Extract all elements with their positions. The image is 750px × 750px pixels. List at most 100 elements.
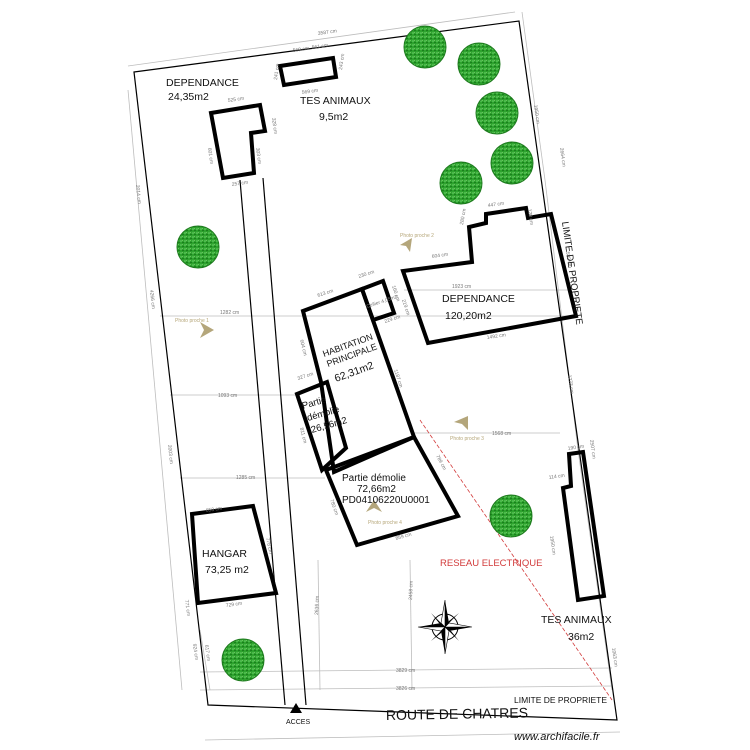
camera-arrow-icon [200,322,214,338]
tes-animaux-top [277,55,339,88]
watermark: www.archifacile.fr [514,731,601,743]
dim-text: 924 cm [191,643,199,660]
photo-arrows [200,238,468,512]
dim-text: 3826 cm [396,686,415,692]
partie-demolie-small [294,379,349,474]
room-labels: DEPENDANCE 24,35m2 TES ANIMAUX 9,5m2 LIM… [166,77,612,743]
tree-icon [439,161,483,205]
cellier [359,278,397,323]
dim-text: 604 cm [431,252,448,260]
dim-text: 160 cm [390,285,401,302]
dim-text: 2003 cm [166,445,174,465]
buildings [189,55,607,606]
dim-text: 447 cm [487,201,504,209]
dim-text: 3587 cm [317,28,337,37]
photo-label: Photo proche 1 [175,318,209,324]
dependance-top-name: DEPENDANCE [166,77,239,89]
habitation-principale [300,286,417,475]
dim-text: 114 cm [548,473,565,481]
dim-text: 328 cm [270,117,278,134]
dim-text: 241 cm [273,63,281,80]
dim-text: 1273 cm [566,374,575,394]
dim-text: 3829 cm [396,668,415,674]
photo-label: Photo proche 3 [450,436,484,442]
tree-icon [403,25,447,69]
tree-icon [221,638,265,682]
dim-text: 613 cm [317,288,334,299]
dim-text: 1093 cm [218,393,237,399]
dim-text: 1187 cm [392,369,404,389]
dim-text: 1492 cm [486,332,506,341]
hangar-name: HANGAR [202,548,247,560]
dim-text: 2458 cm [408,581,415,600]
reseau-electrique-line [419,419,613,701]
hangar-area: 73,25 m2 [205,564,249,576]
dim-text: 525 cm [227,96,244,104]
tes-top-area: 9,5m2 [319,111,348,123]
access-path [239,177,307,706]
dim-text: 859 cm [395,532,412,542]
dim-text: 1923 cm [452,284,471,290]
trees [176,25,534,682]
dim-text: 569 cm [292,46,309,54]
dim-text: 230 cm [358,269,375,280]
camera-arrow-icon [400,238,412,252]
dim-text: 243 cm [338,53,346,70]
dependance-right-name: DEPENDANCE [442,293,515,305]
partie-demolie-big [323,434,461,548]
hangar [189,503,279,606]
dependance-top [208,102,268,181]
dim-text: 2014 cm [134,185,142,205]
dim-text: 811 cm [298,427,308,444]
tree-icon [490,141,534,185]
dim-text: 303 cm [254,147,262,164]
photo-label: Photo proche 4 [368,520,402,526]
partie-big-line1: Partie démolie [342,473,406,484]
dimension-lines [127,11,621,741]
dim-text: 4266 cm [148,290,156,310]
dim-text: 778 cm [264,537,273,554]
dim-text: 2507 cm [588,439,597,459]
partie-big-area: 72,66m2 [357,484,396,495]
dependance-right [400,205,579,346]
camera-arrow-icon [454,416,468,430]
dim-text: 1063 cm [610,647,619,667]
dim-text: 2636 cm [314,596,321,615]
dim-text: 589 cm [564,251,573,268]
dim-text: 219 cm [400,299,411,316]
dim-text: 257 cm [231,180,248,188]
dependance-right-area: 120,20m2 [445,310,492,322]
dim-text: 1950 cm [548,535,557,555]
tes-bottom-area: 36m2 [568,631,594,643]
compass-rose [417,599,473,655]
dim-text: 601 cm [206,147,214,164]
limite-right-label: LIMITE DE PROPRIETE [559,221,584,326]
dim-text: 190 cm [567,444,584,452]
dim-text: 120 cm [526,208,534,225]
dim-text: 1285 cm [236,475,255,481]
dim-text: 229 cm [384,314,401,325]
dim-text: 729 cm [225,601,242,609]
tree-icon [489,494,533,538]
tes-bottom-name: TES ANIMAUX [541,614,612,626]
tree-icon [176,225,220,269]
dim-text: 1282 cm [220,310,239,316]
acces-label: ACCES [286,719,310,726]
dim-text: 771 cm [183,599,191,616]
dim-text: 327 cm [297,371,314,382]
partie-big-ref: PD04106220U0001 [342,495,430,506]
dim-text: 1950 cm [532,104,541,124]
dim-text: 569 cm [301,88,318,96]
tree-icon [475,91,519,135]
tes-top-name: TES ANIMAUX [300,95,371,107]
dependance-top-area: 24,35m2 [168,91,209,103]
photo-labels: Photo proche 1 Photo proche 2 Photo proc… [175,233,484,526]
access-marker-icon [290,703,302,713]
dim-text: 2664 cm [558,147,567,167]
dim-text: 1568 cm [492,431,511,437]
camera-arrow-icon [366,500,382,512]
dim-text: 561 cm [311,43,328,51]
dim-text: 280 cm [459,208,468,225]
property-boundary [133,20,618,721]
